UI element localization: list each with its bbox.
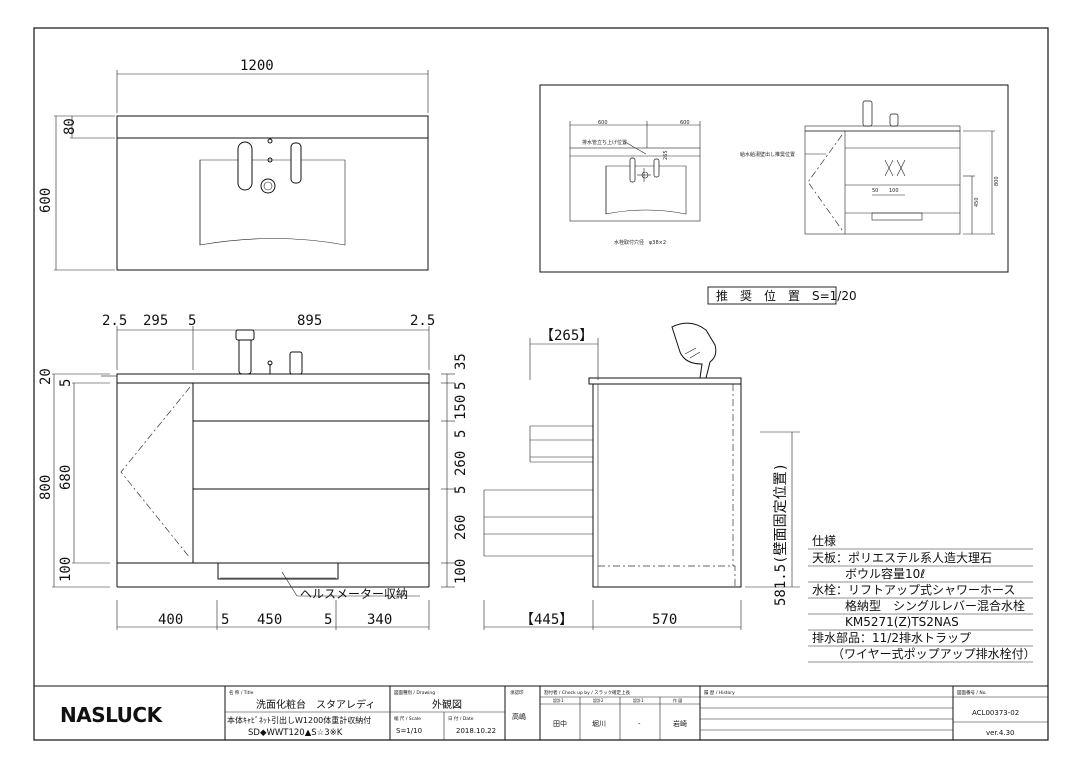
dim-bottom-5a: 5 [221, 612, 229, 628]
drawing-label: 図面種別 / Drawing [394, 689, 435, 696]
date-label: 日 付 / Date [448, 715, 474, 722]
scale-label: 縮 尺 / Scale [394, 715, 421, 722]
dim-right-5b: 5 [453, 430, 469, 438]
spec-line-5: KM5271(Z)TS2NAS [845, 615, 959, 629]
spec-line-2: ボウル容量10ℓ [845, 566, 925, 581]
dim-side-vertical: 581.5(壁面固定位置) [773, 463, 789, 606]
title-line-2: 本体ｷｬﾋﾞﾈｯﾄ引出しW1200体重計収納付 [227, 715, 371, 725]
inset-note-supply: 給水給湯壁出し推奨位置 [740, 151, 795, 158]
spec-line-4: 格納型 シングルレバー混合水栓 [845, 598, 1025, 613]
dim-front-c: 5 [188, 313, 196, 329]
version: ver.4.30 [986, 729, 1015, 737]
check-col-1: 設計1 [553, 697, 564, 703]
dim-side-top: 【265】 [540, 328, 593, 344]
front-view: 2.5 295 5 895 2.5 ヘルスメーター収納 800 680 20 [38, 313, 469, 630]
scale-storage [217, 562, 339, 580]
inset-dim-100: 100 [889, 188, 899, 194]
dim-bottom-5b: 5 [324, 612, 332, 628]
spec-line-6: 排水部品：11/2排水トラップ [812, 630, 971, 645]
inset-frame [539, 84, 1009, 273]
inset-dim-450: 450 [974, 197, 980, 207]
dim-front-100: 100 [58, 557, 74, 582]
inset-label-box [707, 286, 837, 305]
dim-right-35: 35 [453, 353, 469, 370]
drain-top [260, 178, 276, 194]
dim-bottom-340: 340 [367, 612, 392, 628]
title-block: NASLUCK 名 称 / Title 洗面化粧台 スタアレディ 本体ｷｬﾋﾞﾈ… [60, 686, 1048, 740]
inset-dim-600b: 600 [680, 120, 690, 126]
drawing-number: ACL00373-02 [972, 709, 1019, 717]
dim-front-680: 680 [58, 465, 74, 490]
inset-label: 推 奨 位 置 S=1/20 [716, 288, 857, 303]
inset-dim-800: 800 [994, 176, 1000, 186]
dim-front-5: 5 [58, 379, 74, 387]
dim-top-depth: 600 [38, 188, 54, 213]
scale-value: S=1/10 [396, 727, 422, 735]
date-value: 2018.10.22 [456, 727, 496, 735]
inset-recommended-position: 600 600 排水管立ち上げ位置 265 水栓取付穴径 φ38×2 給水給湯壁… [539, 84, 1009, 305]
inset-dim-265: 265 [663, 150, 669, 160]
inset-note-drain: 排水管立ち上げ位置 [582, 139, 627, 146]
spec-table: 仕様 天板：ポリエステル系人造大理石 ボウル容量10ℓ 水栓：リフトアップ式シャ… [808, 534, 1036, 663]
dim-top-backsplash: 80 [62, 118, 78, 135]
faucet-top [237, 141, 253, 191]
lever-front [289, 351, 303, 375]
dim-right-260b: 260 [453, 515, 469, 540]
inset-dim-600a: 600 [598, 120, 608, 126]
dim-bottom-400: 400 [158, 612, 183, 628]
lever-top [290, 142, 302, 184]
company-logo: NASLUCK [60, 703, 164, 727]
dim-side-bottom-left: 【445】 [520, 612, 573, 628]
dim-front-b: 295 [143, 313, 168, 329]
callout-scale: ヘルスメーター収納 [300, 587, 408, 601]
check-label: 割付者 / Check up by / スラック確定上長 [544, 689, 631, 696]
check-col-4: 作 図 [673, 697, 682, 703]
dim-side-bottom-right: 570 [652, 612, 677, 628]
dim-right-260a: 260 [453, 451, 469, 476]
spec-line-7: （ワイヤー式ポップアップ排水栓付） [832, 646, 1036, 661]
side-view: 【265】 【445】 570 581.5(壁面固定位置) [483, 322, 800, 630]
inset-dim-50: 50 [872, 188, 878, 194]
check-value-1: 田中 [553, 719, 567, 728]
sheet-border [33, 27, 1049, 741]
spec-line-1: 天板：ポリエステル系人造大理石 [812, 551, 992, 565]
dim-right-5a: 5 [453, 382, 469, 390]
dim-front-800: 800 [38, 475, 54, 500]
check-value-2: 堀川 [592, 719, 606, 728]
maker-value: 高嶋 [512, 712, 526, 721]
check-col-3: 設計1 [633, 697, 644, 703]
number-label: 図面番号 / No. [957, 689, 987, 696]
check-value-3: - [638, 720, 641, 728]
shower-head-side [671, 322, 717, 379]
title-line-3: SD◆WWT120▲S☆3※K [248, 728, 343, 738]
drawing-type: 外観図 [432, 698, 462, 711]
check-col-2: 設計2 [593, 697, 604, 703]
dim-top-width: 1200 [240, 58, 274, 74]
dim-bottom-450: 450 [257, 612, 282, 628]
title-line-1: 洗面化粧台 スタアレディ [256, 698, 375, 711]
dim-front-e: 2.5 [410, 313, 435, 329]
dim-front-20: 20 [38, 368, 54, 385]
top-view: 1200 600 80 [38, 58, 429, 271]
dim-right-5c: 5 [453, 486, 469, 494]
history-label: 履 歴 / History [704, 690, 735, 696]
check-value-4: 岩崎 [673, 719, 687, 728]
title-label: 名 称 / Title [229, 689, 254, 696]
dim-front-d: 895 [297, 313, 322, 329]
inset-note-hole: 水栓取付穴径 φ38×2 [614, 239, 666, 246]
spec-heading: 仕様 [812, 534, 836, 548]
maker-label: 承認印 [510, 689, 524, 696]
dim-right-150: 150 [453, 395, 469, 420]
dim-front-a: 2.5 [102, 313, 127, 329]
spec-line-3: 水栓：リフトアップ式シャワーホース [812, 582, 1015, 597]
dim-right-100: 100 [453, 559, 469, 584]
